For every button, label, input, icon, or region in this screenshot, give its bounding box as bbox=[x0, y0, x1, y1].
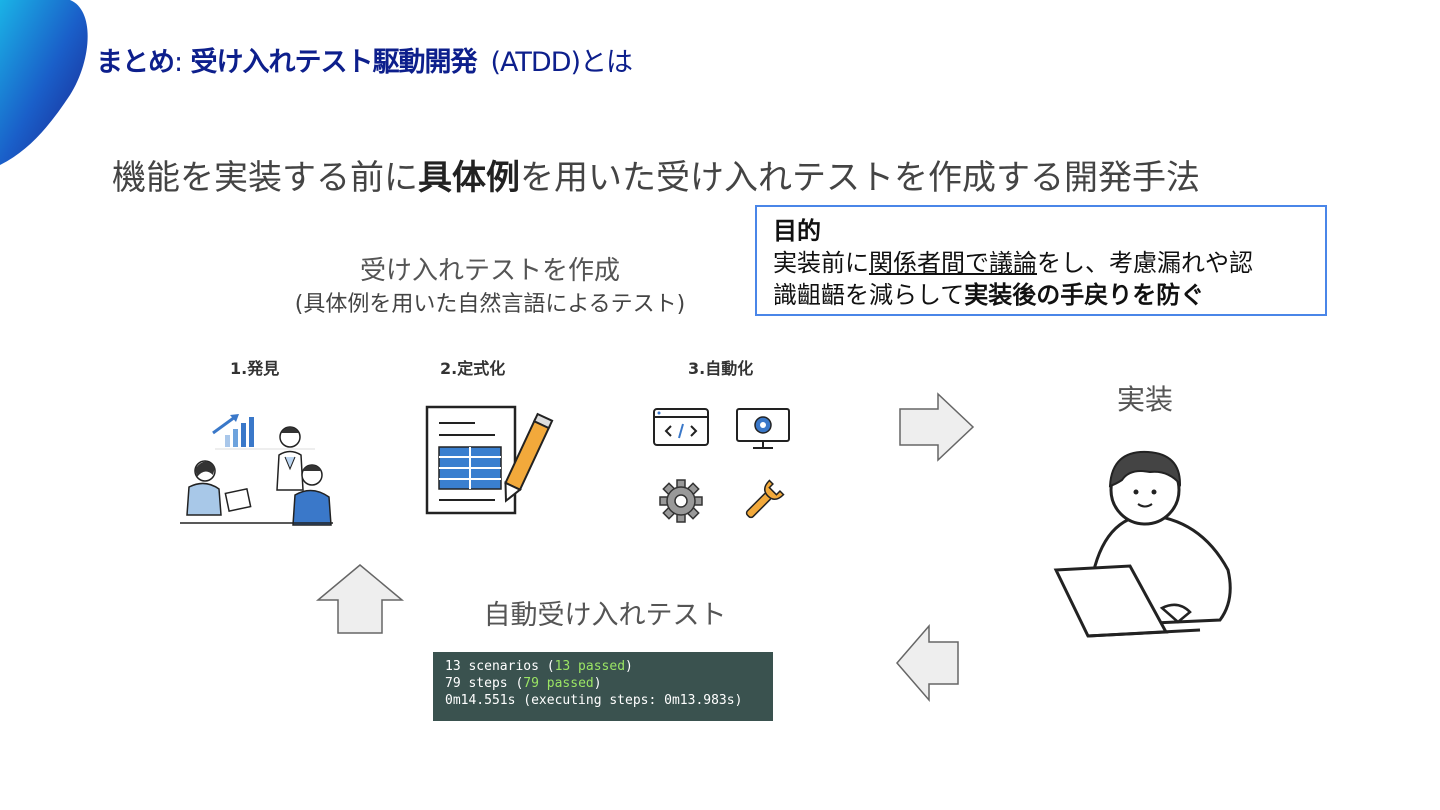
purpose-heading: 目的 bbox=[773, 215, 1325, 247]
subtitle: 機能を実装する前に具体例を用いた受け入れテストを作成する開発手法 bbox=[112, 150, 1200, 199]
create-test-subtitle: (具体例を用いた自然言語によるテスト) bbox=[260, 286, 720, 318]
person-laptop-illustration bbox=[1050, 440, 1240, 640]
code-window-icon bbox=[653, 408, 709, 446]
step-discover: 1.発見 bbox=[230, 355, 279, 379]
page-title: まとめ: 受け入れテスト駆動開発(ATDD)とは bbox=[96, 40, 632, 79]
team-meeting-illustration bbox=[175, 405, 335, 530]
document-pencil-icon bbox=[425, 405, 550, 517]
gear-icon bbox=[658, 478, 704, 524]
auto-acceptance-test-label: 自動受け入れテスト bbox=[440, 593, 770, 632]
wrench-icon bbox=[740, 478, 786, 524]
purpose-box: 目的 実装前に関係者間で議論をし、考慮漏れや認 識齟齬を減らして実装後の手戻りを… bbox=[755, 205, 1327, 316]
step-formulate: 2.定式化 bbox=[440, 355, 505, 379]
step-automate: 3.自動化 bbox=[688, 355, 753, 379]
right-arrow bbox=[898, 392, 976, 462]
purpose-line-1: 実装前に関係者間で議論をし、考慮漏れや認 bbox=[773, 247, 1325, 279]
terminal-output: 13 scenarios (13 passed) 79 steps (79 pa… bbox=[433, 652, 773, 721]
purpose-line-2: 識齟齬を減らして実装後の手戻りを防ぐ bbox=[773, 279, 1325, 311]
up-arrow bbox=[316, 563, 404, 635]
create-test-title: 受け入れテストを作成 bbox=[310, 250, 670, 287]
monitor-gear-icon bbox=[735, 407, 791, 451]
corner-blob bbox=[0, 0, 100, 170]
left-arrow bbox=[895, 624, 961, 702]
implementation-label: 実装 bbox=[1090, 378, 1200, 418]
